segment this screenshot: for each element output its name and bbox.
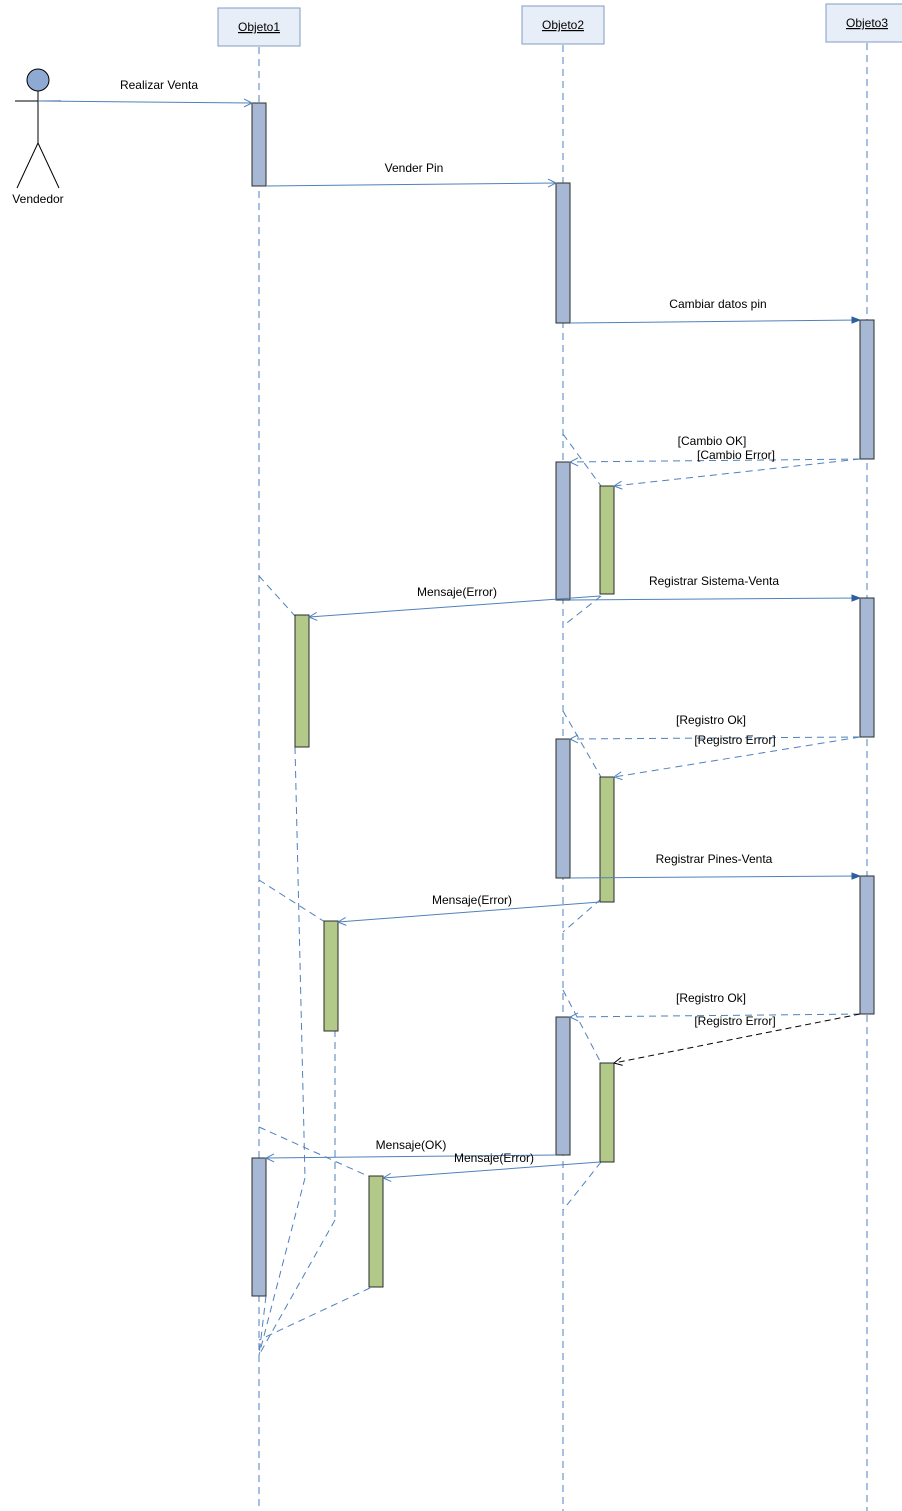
msg-cambiar-datos-pin: Cambiar datos pin bbox=[569, 297, 860, 323]
activation-objeto2-1 bbox=[555, 182, 571, 324]
object-objeto2-label: Objeto2 bbox=[542, 18, 584, 32]
msg-mensaje-error-2: Mensaje(Error) bbox=[338, 893, 601, 922]
activation-objeto1-1 bbox=[251, 102, 267, 187]
return-paths bbox=[258, 433, 602, 1356]
activation-objeto2-2 bbox=[555, 461, 571, 601]
msg-mensaje-error-1-label: Mensaje(Error) bbox=[417, 585, 497, 599]
object-objeto1: Objeto1 bbox=[217, 7, 301, 47]
msg-registro-error-1-label: [Registro Error] bbox=[694, 733, 775, 747]
msg-mensaje-error-2-label: Mensaje(Error) bbox=[432, 893, 512, 907]
msg-registrar-pines-venta: Registrar Pines-Venta bbox=[569, 852, 860, 878]
msg-cambio-ok: [Cambio OK] bbox=[570, 434, 861, 462]
msg-mensaje-ok: Mensaje(OK) bbox=[266, 1138, 557, 1158]
msg-registro-ok-1: [Registro Ok] bbox=[570, 713, 861, 739]
msg-registrar-sistema-venta: Registrar Sistema-Venta bbox=[569, 574, 860, 600]
actor-vendedor: Vendedor bbox=[12, 68, 64, 206]
msg-registro-error-1: [Registro Error] bbox=[614, 733, 861, 777]
activation-objeto2-3 bbox=[555, 738, 571, 879]
activation-objeto2-alt-2 bbox=[599, 776, 615, 903]
object-objeto2: Objeto2 bbox=[521, 5, 605, 45]
msg-mensaje-error-3: Mensaje(Error) bbox=[383, 1151, 601, 1178]
object-objeto3-label: Objeto3 bbox=[846, 16, 888, 30]
activation-objeto2-alt-1 bbox=[599, 485, 615, 595]
msg-mensaje-error-3-label: Mensaje(Error) bbox=[454, 1151, 534, 1165]
msg-registro-ok-2: [Registro Ok] bbox=[570, 991, 861, 1017]
actor-label: Vendedor bbox=[12, 192, 63, 206]
actor-head bbox=[26, 68, 50, 92]
msg-registro-error-2: [Registro Error] bbox=[614, 1013, 861, 1063]
msg-cambiar-datos-pin-label: Cambiar datos pin bbox=[669, 297, 766, 311]
msg-vender-pin: Vender Pin bbox=[265, 161, 556, 186]
msg-registrar-pines-venta-label: Registrar Pines-Venta bbox=[656, 852, 773, 866]
msg-mensaje-error-1: Mensaje(Error) bbox=[309, 585, 601, 617]
msg-registrar-sistema-venta-label: Registrar Sistema-Venta bbox=[649, 574, 779, 588]
msg-registro-ok-2-label: [Registro Ok] bbox=[676, 991, 746, 1005]
object-objeto1-label: Objeto1 bbox=[238, 20, 280, 34]
activation-objeto2-4 bbox=[555, 1016, 571, 1156]
activation-objeto3-3 bbox=[859, 875, 875, 1015]
activation-objeto3-2 bbox=[859, 597, 875, 738]
msg-cambio-error-label: [Cambio Error] bbox=[697, 448, 775, 462]
msg-vender-pin-label: Vender Pin bbox=[385, 161, 444, 175]
msg-realizar-venta-label: Realizar Venta bbox=[120, 78, 198, 92]
activations bbox=[251, 102, 875, 1297]
activation-objeto1-alt-2 bbox=[323, 920, 339, 1032]
msg-cambio-error: [Cambio Error] bbox=[614, 448, 861, 486]
msg-registro-ok-1-label: [Registro Ok] bbox=[676, 713, 746, 727]
msg-registro-error-2-label: [Registro Error] bbox=[694, 1014, 775, 1028]
activation-objeto2-alt-3 bbox=[599, 1062, 615, 1163]
activation-objeto1-alt-1 bbox=[294, 614, 310, 748]
object-objeto3: Objeto3 bbox=[825, 3, 902, 43]
activation-objeto1-2 bbox=[251, 1157, 267, 1297]
activation-objeto3-1 bbox=[859, 319, 875, 460]
activation-objeto1-alt-3 bbox=[368, 1175, 384, 1288]
msg-realizar-venta: Realizar Venta bbox=[37, 78, 252, 103]
msg-mensaje-ok-label: Mensaje(OK) bbox=[376, 1138, 447, 1152]
msg-cambio-ok-label: [Cambio OK] bbox=[678, 434, 747, 448]
